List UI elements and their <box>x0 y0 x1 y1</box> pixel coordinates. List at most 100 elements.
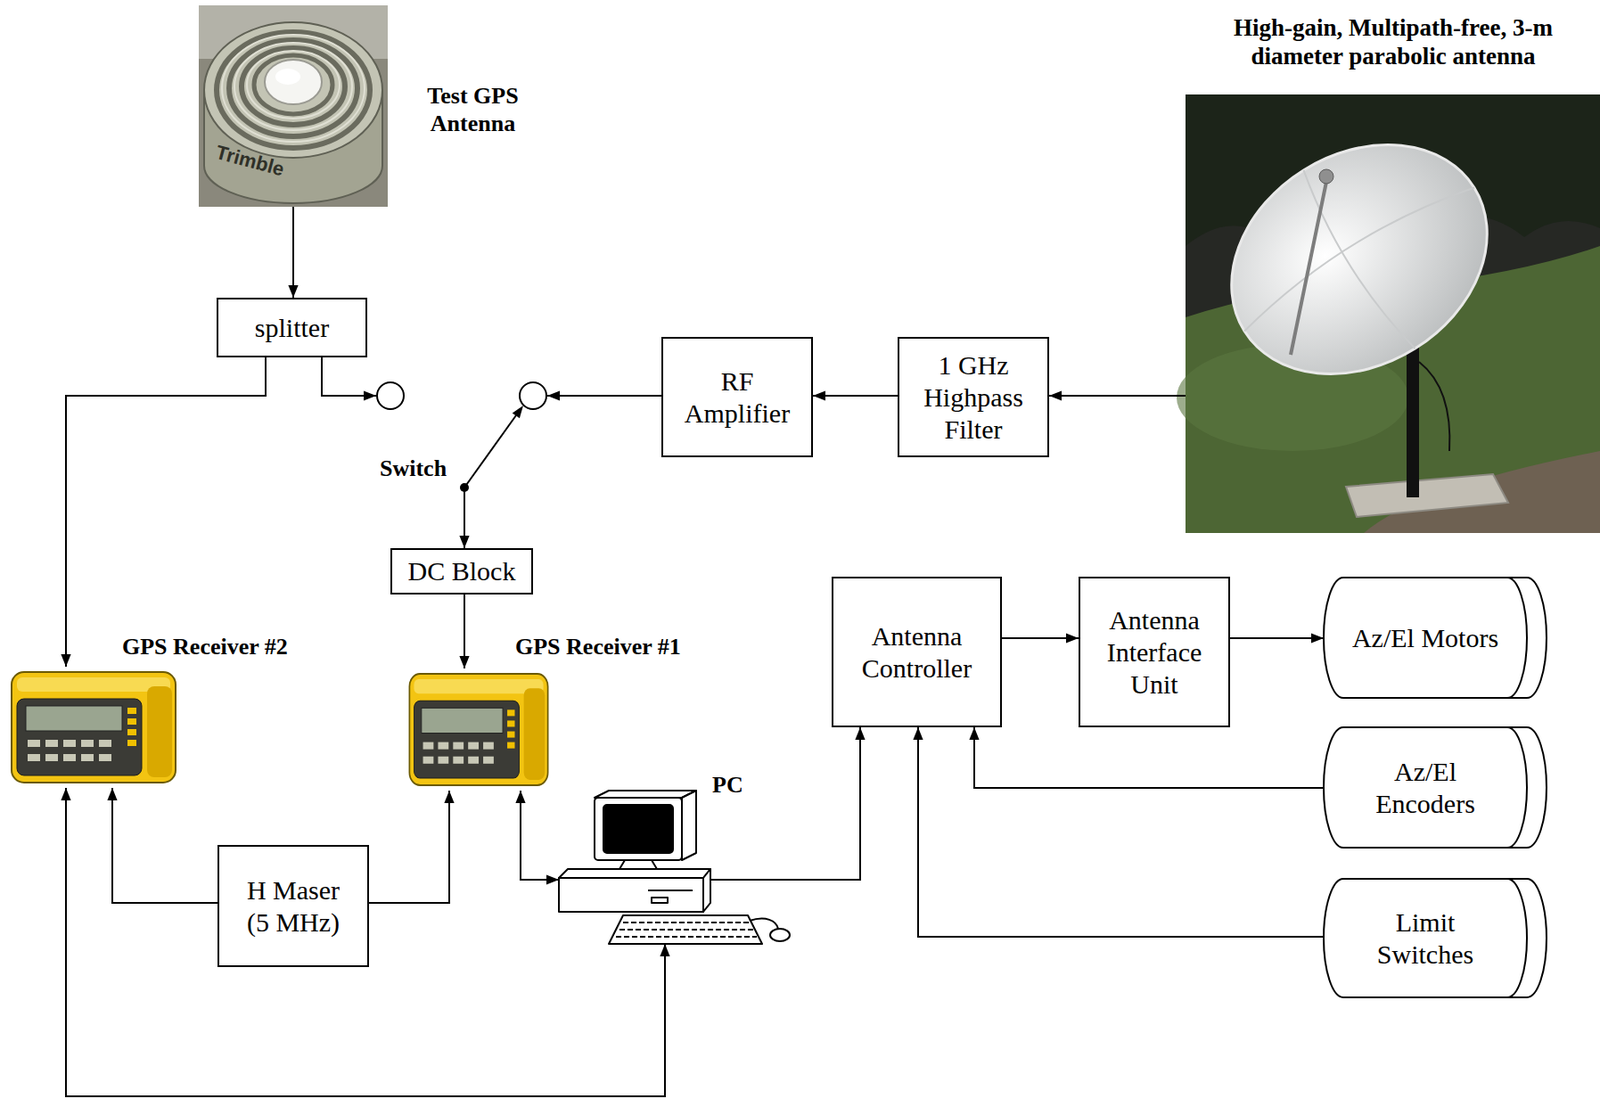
pc-picture <box>651 897 668 903</box>
cylinder-end <box>1507 727 1527 848</box>
pc-picture <box>681 790 697 861</box>
box-label: 1 GHz Highpass Filter <box>910 349 1036 446</box>
pc-picture <box>770 928 790 942</box>
pc-picture <box>619 860 657 870</box>
pc-picture <box>608 915 763 944</box>
box-label: DC Block <box>408 555 517 588</box>
antenna-photo <box>198 5 388 207</box>
box-label: RF Amplifier <box>674 365 800 430</box>
signal-arrow <box>918 727 1324 937</box>
cylinder-body <box>1323 577 1547 698</box>
signal-arrow <box>547 394 662 397</box>
splitter-box: splitter <box>216 297 368 358</box>
amplifier-box: RF Amplifier <box>661 336 813 458</box>
antenna-photo <box>254 55 333 115</box>
heading-label: Switch <box>379 454 447 483</box>
antenna-photo <box>229 40 358 137</box>
pc-picture <box>603 804 673 854</box>
controller-box: Antenna Controller <box>831 576 1002 728</box>
signal-arrow <box>1230 637 1324 640</box>
signal-arrow <box>812 394 898 397</box>
heading-label: PC <box>712 771 744 799</box>
heading-label: Test GPS Antenna <box>412 82 534 138</box>
signal-arrow <box>65 787 665 1097</box>
switch-symbol <box>512 405 524 419</box>
box-label: Antenna Controller <box>850 620 985 685</box>
dish-photo <box>1189 98 1531 420</box>
signal-arrow <box>292 206 295 298</box>
dish-photo: High-gain, Multipath-free, 3-m diameter … <box>1185 94 1600 534</box>
signal-arrow <box>710 727 861 880</box>
pc-picture <box>558 869 711 878</box>
brand-label: Trimble <box>213 140 287 181</box>
pc-picture <box>558 877 704 912</box>
signal-arrow <box>463 594 466 669</box>
dish-photo <box>1236 174 1475 332</box>
receiver-unit: GPS Receiver #2 <box>8 666 180 788</box>
receiver-picture <box>11 672 176 783</box>
dish-photo <box>1290 181 1327 355</box>
pc-picture <box>703 869 711 912</box>
cylinder-end <box>1507 878 1527 998</box>
cylinder-outline <box>1323 877 1547 999</box>
box-label: Az/El Motors <box>1352 622 1499 655</box>
box-label: H Maser (5 MHz) <box>237 874 350 939</box>
box-label: splitter <box>254 311 329 345</box>
heading-label: GPS Receiver #2 <box>122 632 288 661</box>
signal-arrow <box>112 787 218 903</box>
pc-picture <box>749 918 779 929</box>
receiver-unit: GPS Receiver #1 <box>406 668 551 791</box>
dc-block-box: DC Block <box>390 548 534 595</box>
antenna-photo <box>204 22 383 158</box>
antenna-photo <box>241 48 345 125</box>
pc-picture <box>594 797 682 861</box>
antenna-photo <box>246 50 340 119</box>
pc-picture <box>623 921 750 924</box>
switch-node: Switch <box>376 379 548 494</box>
pc-computer: PC <box>558 790 711 944</box>
heading-label: GPS Receiver #1 <box>515 632 682 661</box>
connector-group <box>65 206 1324 1097</box>
switch-symbol <box>377 382 547 494</box>
switch-symbol <box>377 382 404 410</box>
interface-box: Antenna Interface Unit <box>1078 576 1231 728</box>
dish-photo <box>1294 170 1416 355</box>
antenna-photo <box>221 34 365 142</box>
pc-picture <box>619 928 754 931</box>
dish-photo <box>1319 169 1334 184</box>
switch-symbol <box>519 382 547 410</box>
cylinder-body <box>1323 878 1547 998</box>
antenna-photo <box>264 59 322 105</box>
box-label: Az/El Encoders <box>1358 755 1493 821</box>
antenna-photo <box>275 68 301 85</box>
motor-cylinder: Az/El Motors <box>1323 576 1547 699</box>
filter-box: 1 GHz Highpass Filter <box>897 336 1050 458</box>
switch-symbol <box>464 415 517 488</box>
signal-arrow <box>1001 637 1079 640</box>
box-label: Limit Switches <box>1358 906 1493 971</box>
maser-box: H Maser (5 MHz) <box>217 845 370 968</box>
antenna-photo <box>198 5 388 207</box>
limit-cylinder: Limit Switches <box>1323 877 1547 999</box>
dish-photo <box>1345 474 1509 517</box>
cylinder-outline <box>1323 726 1547 849</box>
signal-arrow <box>321 357 377 396</box>
heading-label: High-gain, Multipath-free, 3-m diameter … <box>1214 13 1572 72</box>
antenna-photo <box>216 32 370 148</box>
signal-arrow <box>65 357 266 667</box>
dish-photo <box>1176 94 1600 534</box>
encoder-cylinder: Az/El Encoders <box>1323 726 1547 849</box>
dish-photo <box>1185 94 1600 534</box>
pc-picture <box>648 889 693 892</box>
pc-picture <box>615 935 757 938</box>
signal-arrow <box>520 790 559 880</box>
signal-arrow <box>463 493 466 549</box>
receiver-picture <box>409 673 548 786</box>
box-label: Antenna Interface Unit <box>1091 604 1217 701</box>
dish-photo <box>1189 98 1531 420</box>
pc-picture <box>594 790 697 798</box>
antenna-photo <box>234 42 353 131</box>
dish-photo <box>1419 361 1450 452</box>
pc-picture <box>558 790 790 944</box>
